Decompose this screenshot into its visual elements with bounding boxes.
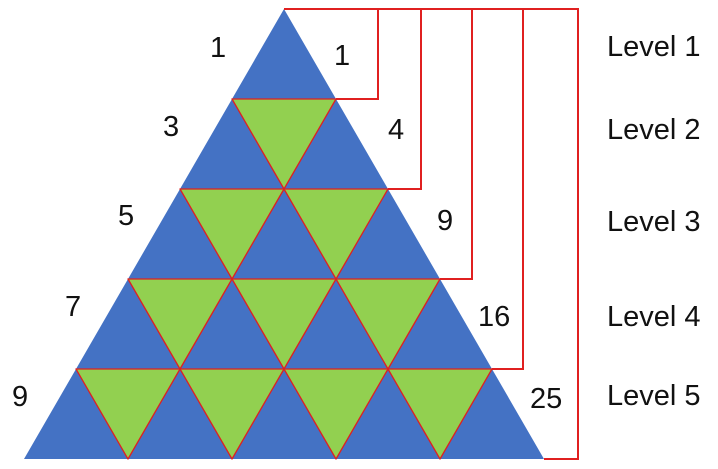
up-triangle (232, 189, 336, 279)
up-triangle (388, 279, 492, 369)
down-triangle (179, 368, 285, 460)
up-triangle (180, 279, 284, 369)
row-count-label-1: 1 (210, 32, 227, 64)
level-label-2: Level 2 (607, 114, 701, 146)
up-triangle (24, 369, 128, 459)
level-label-1: Level 1 (607, 31, 701, 63)
down-triangle (231, 98, 337, 190)
up-triangle (128, 369, 232, 459)
down-triangle (127, 278, 233, 370)
down-triangle (283, 188, 389, 280)
down-triangle (335, 278, 441, 370)
level-label-5: Level 5 (607, 380, 701, 412)
up-triangle (232, 369, 336, 459)
up-triangle (76, 279, 180, 369)
down-triangle (387, 368, 493, 460)
total-count-label-5: 25 (530, 383, 563, 415)
down-triangle (231, 278, 337, 370)
down-triangle (179, 188, 285, 280)
up-triangle (232, 9, 336, 99)
up-triangle (284, 279, 388, 369)
up-triangle (440, 369, 544, 459)
total-count-label-1: 1 (334, 40, 351, 72)
level-label-3: Level 3 (607, 206, 701, 238)
up-triangle (128, 189, 232, 279)
total-count-label-3: 9 (437, 205, 454, 237)
up-triangle (284, 99, 388, 189)
total-count-label-4: 16 (478, 301, 511, 333)
up-triangle (180, 99, 284, 189)
down-triangle (283, 368, 389, 460)
level-brackets (284, 8, 579, 460)
triangle-grid (24, 9, 544, 460)
level-bracket-5 (284, 8, 579, 460)
total-count-label-2: 4 (388, 114, 405, 146)
level-label-4: Level 4 (607, 301, 701, 333)
up-triangle (336, 189, 440, 279)
down-triangle (75, 368, 181, 460)
row-count-label-5: 9 (12, 381, 29, 413)
row-count-label-3: 5 (118, 200, 135, 232)
row-count-label-4: 7 (65, 291, 82, 323)
row-count-label-2: 3 (163, 111, 180, 143)
up-triangle (336, 369, 440, 459)
